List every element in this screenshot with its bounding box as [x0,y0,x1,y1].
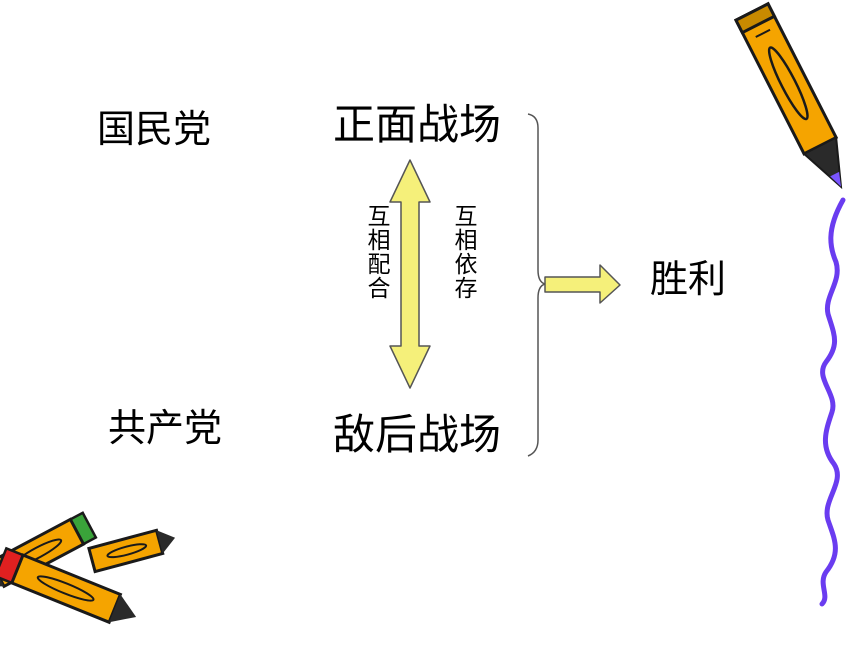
relation-text-depend: 互相依存 [450,204,476,300]
result-label-victory: 胜利 [650,257,727,301]
party-label-kmt: 国民党 [97,107,212,151]
relation-text-cooperate: 互相配合 [363,204,389,300]
party-label-ccp: 共产党 [108,406,223,450]
battlefield-label-frontal: 正面战场 [333,100,502,149]
battlefield-label-rear: 敌后战场 [333,410,502,459]
